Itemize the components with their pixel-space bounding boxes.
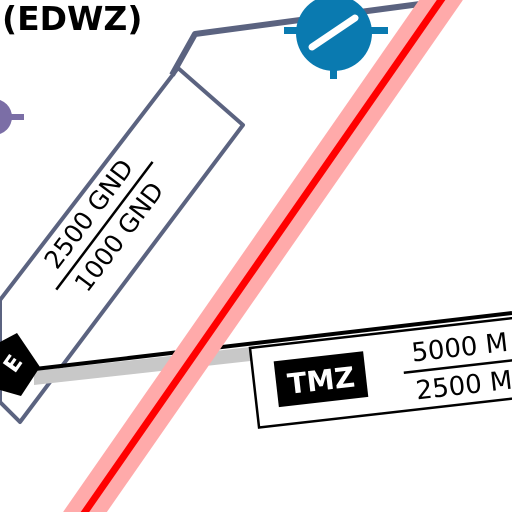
tmz-badge	[273, 351, 369, 408]
vor-navaid-icon	[284, 0, 388, 79]
vor-navaid-icon	[0, 100, 24, 134]
tmz-box: TMZ 5000 M 2500 M	[248, 313, 512, 429]
airport-code-label: (EDWZ)	[2, 0, 142, 38]
route-line	[77, 0, 446, 517]
airspace-class-badge: E	[0, 333, 40, 396]
airspace-limits-box	[0, 66, 245, 424]
boundary-line	[34, 311, 512, 371]
limits-divider	[55, 161, 154, 291]
tmz-divider	[403, 355, 512, 374]
tmz-label: TMZ	[286, 360, 357, 400]
